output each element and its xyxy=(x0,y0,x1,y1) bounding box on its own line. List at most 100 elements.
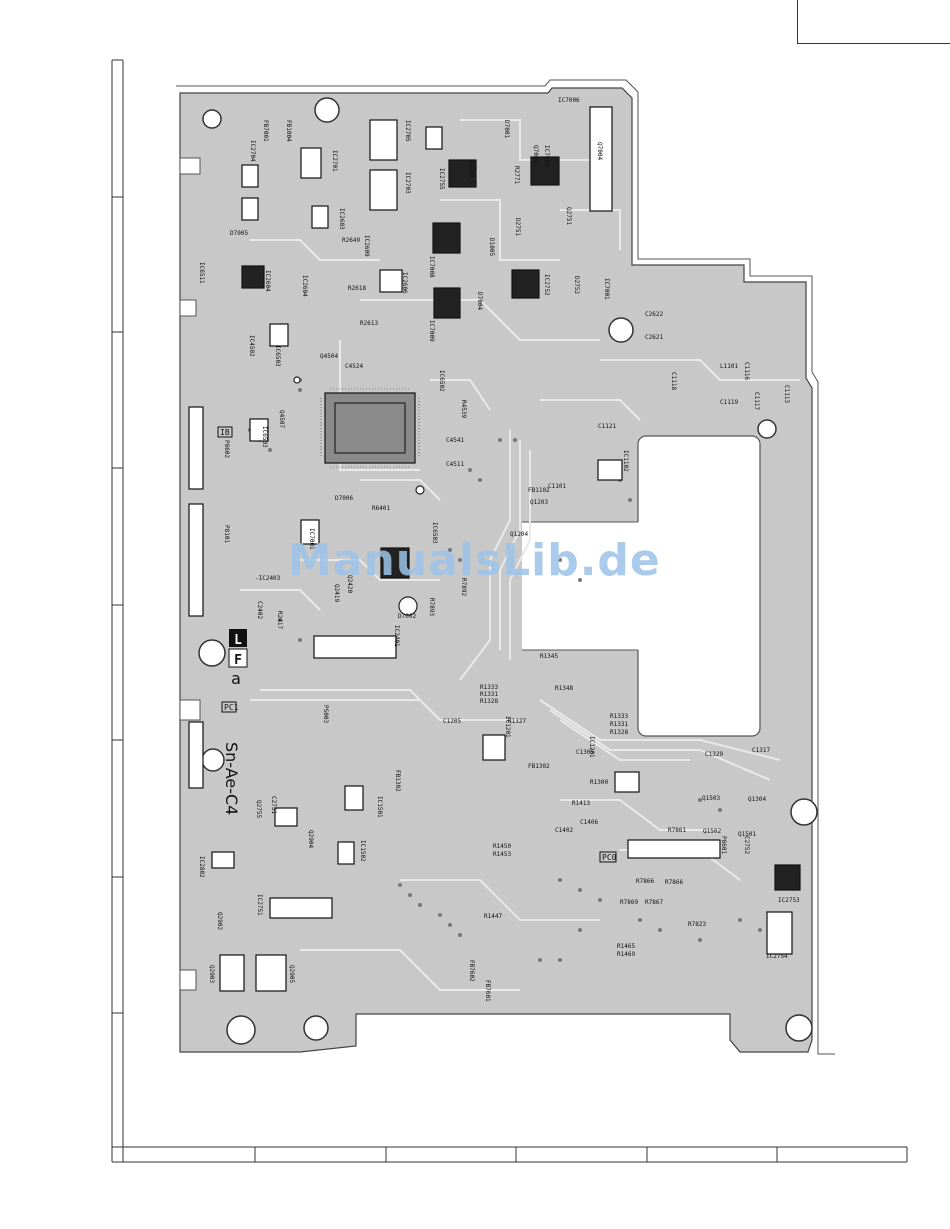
svg-text:D7004: D7004 xyxy=(476,292,483,310)
svg-text:R4539: R4539 xyxy=(460,400,467,418)
svg-text:IC2604: IC2604 xyxy=(264,270,271,292)
svg-text:C4511: C4511 xyxy=(446,461,464,468)
svg-text:R1469: R1469 xyxy=(617,951,635,958)
svg-text:C1119: C1119 xyxy=(720,399,738,406)
svg-text:C2402: C2402 xyxy=(256,601,263,619)
svg-text:R7867: R7867 xyxy=(645,899,663,906)
svg-text:IC2703: IC2703 xyxy=(404,172,411,194)
svg-text:Q1304: Q1304 xyxy=(748,796,766,803)
svg-text:R2417: R2417 xyxy=(276,611,283,629)
svg-text:Q1502: Q1502 xyxy=(703,828,721,835)
svg-text:IC6503: IC6503 xyxy=(261,426,268,448)
svg-text:R2618: R2618 xyxy=(348,285,366,292)
svg-text:Q7003: Q7003 xyxy=(532,145,539,163)
svg-text:Q7004: Q7004 xyxy=(596,142,603,160)
svg-text:R7892: R7892 xyxy=(460,578,467,596)
svg-text:C1305: C1305 xyxy=(576,749,594,756)
svg-text:IC2754: IC2754 xyxy=(766,953,788,960)
svg-text:C1118: C1118 xyxy=(670,372,677,390)
svg-text:Q1204: Q1204 xyxy=(510,531,528,538)
svg-text:R1300: R1300 xyxy=(590,779,608,786)
svg-text:D2751: D2751 xyxy=(514,218,521,236)
svg-text:IC7008: IC7008 xyxy=(428,256,435,278)
svg-text:R1328: R1328 xyxy=(480,698,498,705)
svg-text:C1317: C1317 xyxy=(752,747,770,754)
side-letter-L-box xyxy=(229,629,247,647)
svg-text:Q2905: Q2905 xyxy=(288,965,295,983)
svg-text:R2613: R2613 xyxy=(360,320,378,327)
svg-text:IC2401: IC2401 xyxy=(393,625,400,647)
svg-text:IC2704: IC2704 xyxy=(249,140,256,162)
svg-text:Q2904: Q2904 xyxy=(307,830,314,848)
svg-text:IC2752: IC2752 xyxy=(543,274,550,296)
svg-text:D7005: D7005 xyxy=(230,230,248,237)
svg-text:R1333: R1333 xyxy=(480,684,498,691)
svg-text:R1453: R1453 xyxy=(493,851,511,858)
side-letter-F-box xyxy=(228,648,248,668)
svg-text:IC1201: IC1201 xyxy=(504,716,511,738)
svg-text:C1117: C1117 xyxy=(753,392,760,410)
svg-text:IC7001: IC7001 xyxy=(308,528,315,550)
svg-text:IC2751: IC2751 xyxy=(256,894,263,916)
svg-text:Q2902: Q2902 xyxy=(216,912,223,930)
svg-text:R1413: R1413 xyxy=(572,800,590,807)
svg-text:FB1302: FB1302 xyxy=(528,763,550,770)
svg-text:FB1004: FB1004 xyxy=(285,120,292,142)
svg-text:P8101: P8101 xyxy=(223,525,230,543)
svg-text:FB1102: FB1102 xyxy=(528,487,550,494)
component-labels: IC7006 D7001 Q2704 R2771 IC7002 Q7003 Q7… xyxy=(198,97,800,1002)
svg-text:Q2903: Q2903 xyxy=(208,965,215,983)
svg-text:R1465: R1465 xyxy=(617,943,635,950)
svg-text:Q1501: Q1501 xyxy=(738,831,756,838)
svg-text:IC2604: IC2604 xyxy=(301,275,308,297)
svg-text:IC2705: IC2705 xyxy=(404,120,411,142)
svg-text:D7001: D7001 xyxy=(503,120,510,138)
svg-text:R1447: R1447 xyxy=(484,913,502,920)
svg-text:FB7001: FB7001 xyxy=(262,120,269,142)
svg-text:R7866: R7866 xyxy=(665,879,683,886)
svg-text:IC2755: IC2755 xyxy=(438,168,445,190)
svg-text:IC7006: IC7006 xyxy=(558,97,580,104)
svg-text:R1331: R1331 xyxy=(610,721,628,728)
svg-text:R7866: R7866 xyxy=(636,878,654,885)
svg-text:IC7009: IC7009 xyxy=(428,320,435,342)
svg-text:IC1502: IC1502 xyxy=(359,840,366,862)
svg-text:R7869: R7869 xyxy=(620,899,638,906)
watermark: ManualsLib.de xyxy=(288,535,661,586)
svg-text:IC2606: IC2606 xyxy=(401,272,408,294)
svg-text:Q2755: Q2755 xyxy=(255,800,262,818)
svg-text:R1450: R1450 xyxy=(493,843,511,850)
svg-text:C2622: C2622 xyxy=(645,311,663,318)
svg-text:IC2609: IC2609 xyxy=(363,235,370,257)
svg-text:IC2701: IC2701 xyxy=(331,150,338,172)
svg-text:FB7602: FB7602 xyxy=(468,960,475,982)
svg-text:R1327: R1327 xyxy=(508,718,526,725)
svg-text:C1329: C1329 xyxy=(705,751,723,758)
svg-text:-IC2403: -IC2403 xyxy=(255,575,281,582)
svg-text:PS003: PS003 xyxy=(322,705,329,723)
pc0-tag: PC0 xyxy=(602,853,617,862)
svg-text:IC7002: IC7002 xyxy=(543,145,550,167)
sheet-frame xyxy=(111,59,908,1163)
side-letter-F: F xyxy=(234,653,242,668)
pcb-vias xyxy=(248,378,762,962)
svg-text:C1113: C1113 xyxy=(783,385,790,403)
svg-text:C2751: C2751 xyxy=(270,796,277,814)
svg-text:R2649: R2649 xyxy=(342,237,360,244)
ic-packages xyxy=(188,106,801,992)
svg-text:D7006: D7006 xyxy=(335,495,353,502)
svg-text:R7823: R7823 xyxy=(688,921,706,928)
svg-text:Q2751: Q2751 xyxy=(565,207,572,225)
svg-text:IC6503: IC6503 xyxy=(431,522,438,544)
svg-text:C4541: C4541 xyxy=(446,437,464,444)
svg-text:R7893: R7893 xyxy=(428,598,435,616)
svg-text:P8601: P8601 xyxy=(720,836,727,854)
side-letter-a: a xyxy=(231,669,241,688)
ib-tag: IB xyxy=(220,428,230,437)
svg-text:IC2603: IC2603 xyxy=(338,208,345,230)
svg-text:IC6503: IC6503 xyxy=(274,345,281,367)
svg-text:C1406: C1406 xyxy=(580,819,598,826)
svg-text:R1328: R1328 xyxy=(610,729,628,736)
svg-text:P8602: P8602 xyxy=(223,440,230,458)
